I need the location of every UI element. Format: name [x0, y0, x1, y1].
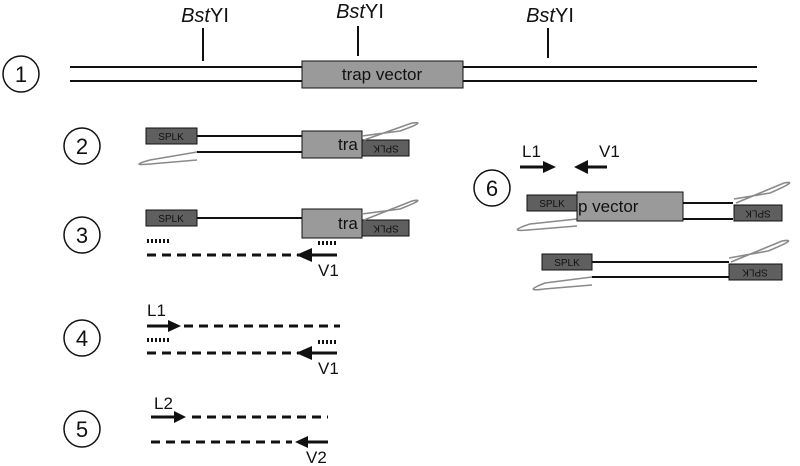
splk-label-flipped: SPLK — [742, 266, 768, 277]
splk-label-flipped: SPLK — [373, 142, 399, 153]
linker-tail-right — [361, 199, 419, 221]
trap-vector-fragment-box — [301, 130, 363, 159]
primer-l1-label: L1 — [147, 301, 166, 320]
linker-tail-left — [138, 151, 198, 166]
step-4-badge: 4 — [63, 319, 101, 357]
linker-tail-left — [516, 218, 578, 232]
primer-v1-label: V1 — [599, 142, 620, 161]
step-1-genomic-dna: 1 trap vector BstYI BstYI BstYI — [2, 1, 757, 93]
trap-vector-fragment-box — [576, 191, 684, 222]
splk-label: SPLK — [158, 132, 184, 143]
primer-l1-label: L1 — [522, 142, 541, 161]
step-6-products: 6 L1 V1 SPLK p vector SPLK SPLK SPLK — [473, 142, 791, 291]
step-5-nested-pcr: 5 L2 V2 — [63, 394, 328, 466]
splk-label: SPLK — [554, 258, 580, 269]
splk-linker-left — [145, 127, 198, 145]
splk-label-flipped: SPLK — [373, 222, 399, 233]
splk-linker-right — [728, 263, 783, 281]
primer-v2-label: V2 — [306, 448, 327, 466]
splk-linker-right — [361, 139, 410, 157]
splk-label-flipped: SPLK — [745, 207, 771, 218]
linker-tail-right — [733, 181, 791, 204]
step-3-number: 3 — [76, 223, 88, 248]
splk-label: SPLK — [539, 199, 565, 210]
step-6-number: 6 — [486, 176, 498, 201]
splk-label: SPLK — [158, 214, 184, 225]
primer-v1-arrowhead — [574, 160, 588, 174]
step-4-pcr-l1-v1: 4 L1 V1 — [63, 301, 340, 378]
primer-l1-arrowhead — [168, 320, 181, 332]
linker-tail-right — [728, 239, 790, 263]
step-2-linker-ligation: 2 SPLK tra SPLK — [63, 121, 419, 166]
primer-v2-arrowhead — [295, 436, 308, 448]
primer-v1-label: V1 — [318, 261, 339, 280]
tra-label: tra — [338, 214, 358, 233]
primer-v1-arrowhead — [296, 248, 312, 262]
step-2-badge: 2 — [63, 127, 101, 165]
trap-vector-label: trap vector — [342, 65, 423, 84]
restriction-site-label-1: BstYI — [181, 5, 229, 27]
trap-vector-fragment-box — [301, 208, 363, 239]
step-3-badge: 3 — [63, 216, 101, 254]
trap-vector-box — [301, 60, 464, 89]
primer-l2-label: L2 — [154, 394, 173, 413]
primer-v1-arrowhead — [296, 346, 312, 360]
step-2-number: 2 — [76, 134, 88, 159]
step-4-number: 4 — [76, 326, 88, 351]
step-6-badge: 6 — [473, 169, 511, 207]
restriction-site-label-2: BstYI — [336, 1, 384, 23]
step-1-badge: 1 — [2, 55, 40, 93]
step-1-number: 1 — [15, 62, 27, 87]
splk-linker-left — [145, 209, 198, 227]
p-vector-label: p vector — [578, 197, 639, 216]
primer-v1-label: V1 — [318, 359, 339, 378]
linker-tail-left — [532, 276, 593, 291]
primer-l2-arrowhead — [174, 411, 186, 423]
restriction-site-label-3: BstYI — [526, 5, 574, 27]
splk-linker-right — [733, 204, 783, 222]
step-3-first-strand: 3 SPLK tra SPLK V1 — [63, 199, 419, 280]
primer-l1-arrowhead — [543, 161, 556, 173]
step-5-number: 5 — [76, 417, 88, 442]
splk-linker-left — [541, 253, 593, 271]
tra-label: tra — [338, 135, 358, 154]
splk-linker-right — [361, 219, 410, 237]
step-5-badge: 5 — [63, 410, 101, 448]
linker-tail-right — [361, 121, 419, 141]
